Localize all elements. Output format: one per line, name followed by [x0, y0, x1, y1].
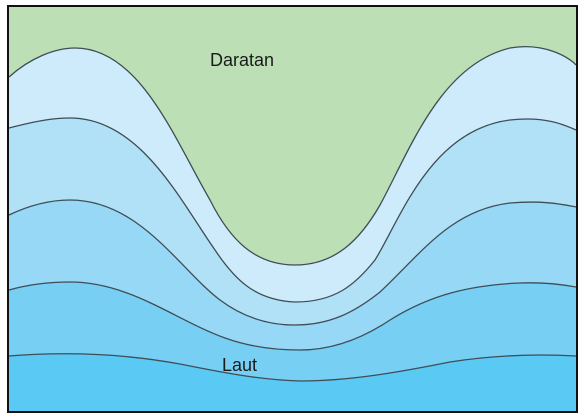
water-band-5 — [9, 353, 576, 411]
contour-line-1 — [8, 46, 577, 266]
contour-line-4 — [8, 281, 577, 351]
sea-label: Laut — [222, 355, 257, 375]
diagram-border — [7, 5, 578, 413]
contour-line-5 — [8, 353, 577, 382]
land-label: Daratan — [210, 50, 274, 70]
contour-line-2 — [8, 117, 577, 303]
contour-line-3 — [8, 199, 577, 326]
